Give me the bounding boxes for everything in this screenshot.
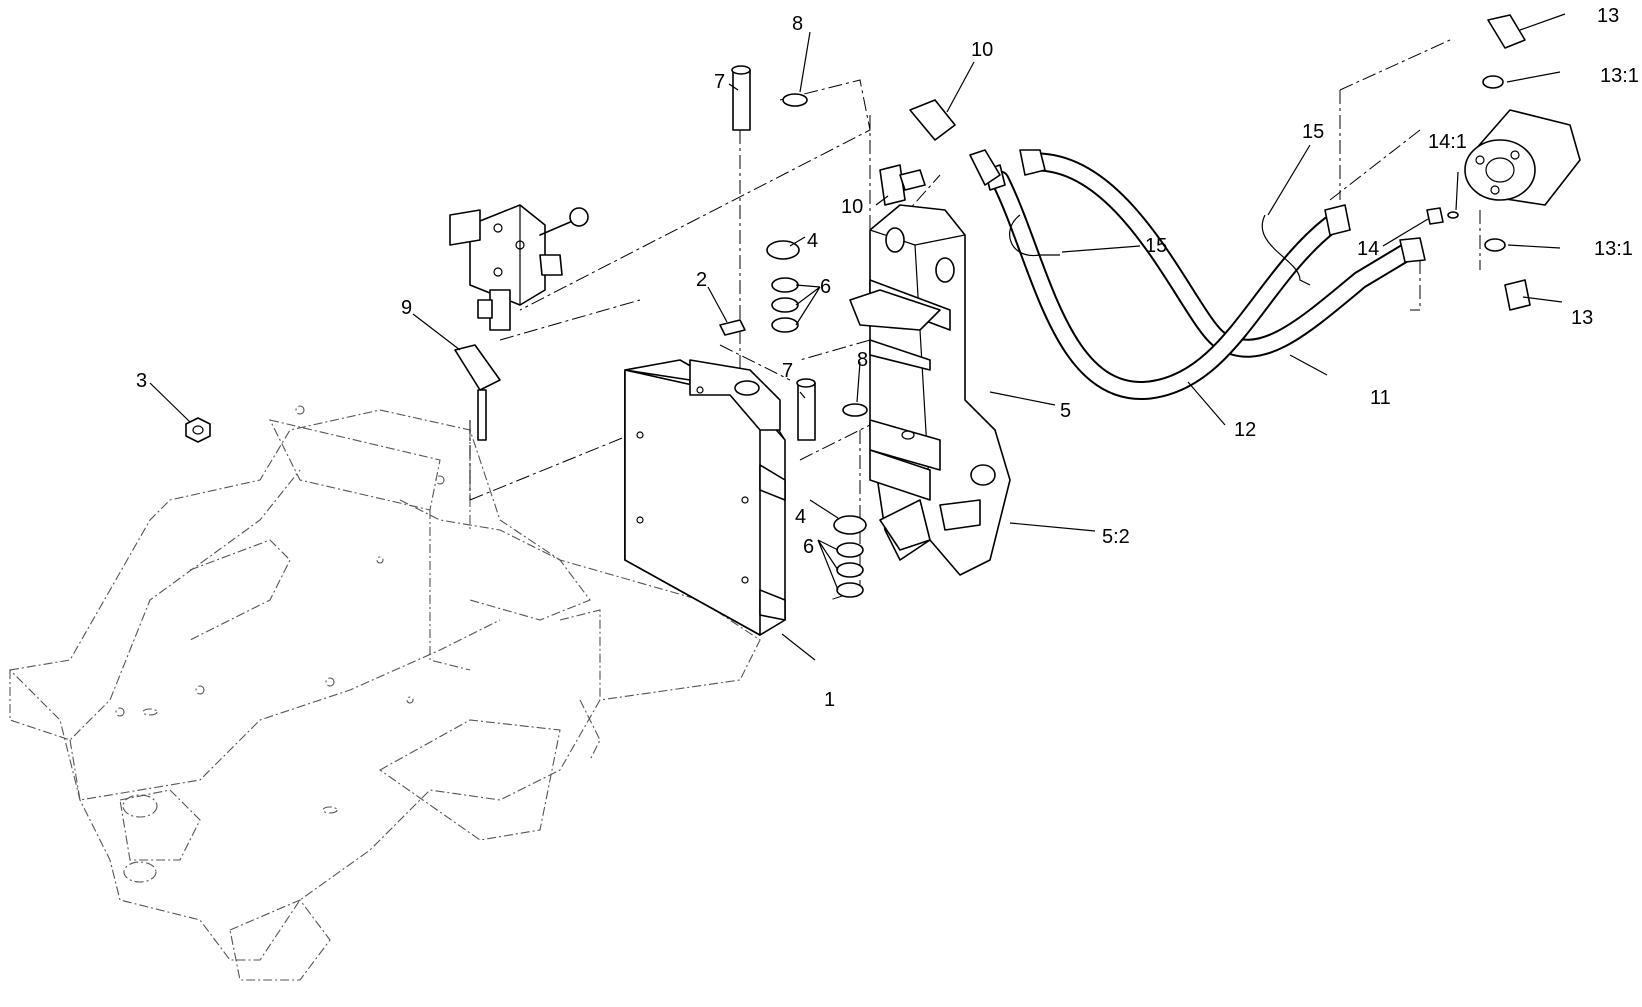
callout-8-upper: 8 — [792, 13, 803, 35]
callout-2: 2 — [696, 269, 707, 291]
pin-7-lower — [797, 382, 816, 441]
callout-5: 5 — [1060, 400, 1071, 422]
hydraulic-pump — [1426, 14, 1581, 311]
callout-15-right: 15 — [1302, 121, 1324, 143]
leader-lines — [149, 13, 1566, 661]
callout-13-1-top: 13:1 — [1600, 65, 1639, 87]
phantom-frame — [8, 405, 761, 981]
callout-1: 1 — [824, 689, 835, 711]
assembly-center-lines — [469, 39, 1481, 601]
callout-10-lower: 10 — [841, 196, 863, 218]
clip-8-lower — [842, 403, 868, 417]
callout-labels: 1 2 3 4 4 5 5:2 6 6 7 7 8 8 9 10 10 11 1… — [136, 5, 1639, 711]
callout-11: 11 — [1370, 387, 1391, 409]
bolt-2 — [719, 319, 746, 336]
callout-4-upper: 4 — [807, 230, 818, 252]
callout-13-1-bottom: 13:1 — [1594, 238, 1633, 260]
mounting-plate — [624, 359, 786, 636]
callout-3: 3 — [136, 370, 147, 392]
callout-14-1: 14:1 — [1428, 131, 1467, 153]
nut-3 — [185, 417, 211, 443]
washer-4-lower — [833, 515, 867, 535]
callout-13-top: 13 — [1597, 5, 1619, 27]
callout-6-upper: 6 — [820, 276, 831, 298]
callout-7-upper: 7 — [714, 71, 725, 93]
callout-13-bottom: 13 — [1571, 307, 1593, 329]
control-valve — [449, 204, 589, 331]
shim-6-lower-1 — [836, 542, 864, 558]
handle-pin-9 — [454, 344, 501, 391]
callout-6-lower: 6 — [803, 536, 814, 558]
hardware — [185, 65, 868, 598]
callout-10-upper: 10 — [971, 39, 993, 61]
callout-8-lower: 8 — [857, 349, 868, 371]
callout-5-2: 5:2 — [1102, 526, 1130, 548]
callout-12: 12 — [1234, 419, 1256, 441]
callout-4-lower: 4 — [795, 506, 806, 528]
callout-9: 9 — [401, 297, 412, 319]
callout-14: 14 — [1357, 238, 1379, 260]
clip-8-upper — [782, 93, 808, 107]
callout-15-left: 15 — [1145, 235, 1167, 257]
pin-7-upper — [732, 69, 751, 131]
hydraulic-hoses — [984, 149, 1426, 400]
hitch-bracket — [849, 204, 1011, 576]
fittings — [879, 99, 1001, 206]
shim-6-upper-1 — [771, 277, 799, 293]
callout-7-lower: 7 — [782, 360, 793, 382]
